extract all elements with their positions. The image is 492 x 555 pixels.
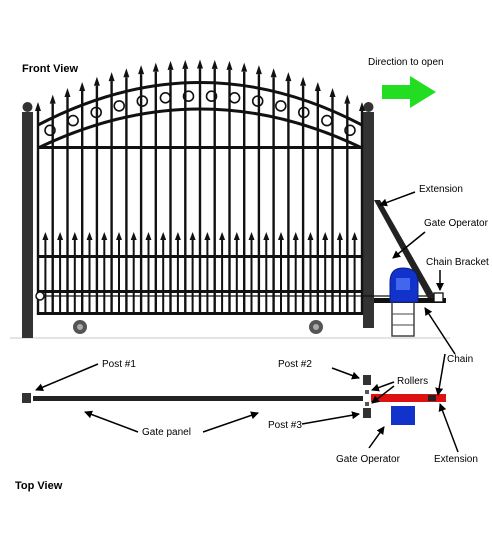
top-post-1 xyxy=(22,393,31,403)
front-view-gate xyxy=(10,59,450,339)
post3-label: Post #3 xyxy=(268,420,302,431)
top-post-2 xyxy=(363,375,371,385)
gate-panel-label: Gate panel xyxy=(142,427,191,438)
chain-label: Chain xyxy=(447,354,474,365)
direction-to-open-label: Direction to open xyxy=(368,57,444,68)
top-gate-panel xyxy=(33,396,363,401)
post2-label: Post #2 xyxy=(278,359,312,370)
top-view-title: Top View xyxy=(15,480,63,492)
top-gate-operator xyxy=(391,406,415,425)
top-roller-lower xyxy=(365,402,369,406)
front-view-title: Front View xyxy=(22,63,79,75)
chain-bracket-label: Chain Bracket xyxy=(426,257,489,268)
extension-arm xyxy=(374,200,437,302)
rollers-label: Rollers xyxy=(397,376,429,387)
gate-operator-front xyxy=(389,267,419,337)
right-post xyxy=(363,112,374,328)
top-roller-upper xyxy=(365,390,369,394)
gate-operator-label-bottom: Gate Operator xyxy=(336,454,400,465)
extension-label-top: Extension xyxy=(419,184,463,195)
left-post xyxy=(22,112,33,338)
extension-label-bottom: Extension xyxy=(434,454,478,465)
top-extension xyxy=(371,394,446,402)
direction-arrow-icon xyxy=(382,76,436,108)
top-view-gate xyxy=(22,375,446,425)
gate-roller-left xyxy=(73,320,87,334)
gate-operator-label-top: Gate Operator xyxy=(424,218,488,229)
top-post-3 xyxy=(363,408,371,418)
gate-roller-right xyxy=(309,320,323,334)
chain-bracket xyxy=(433,292,444,303)
leader-lines xyxy=(35,191,459,453)
post1-label: Post #1 xyxy=(102,359,136,370)
